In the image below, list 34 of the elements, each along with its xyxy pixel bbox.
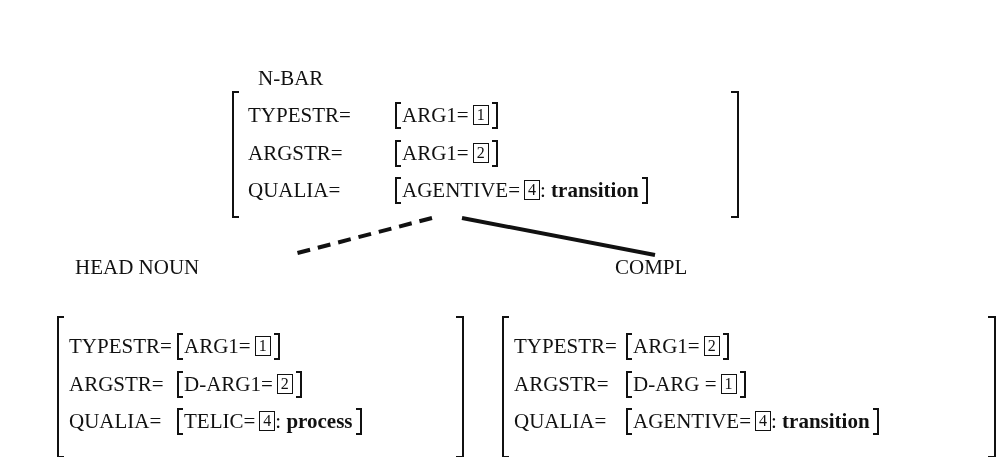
attribute-name: QUALIA= [69,408,162,435]
coindex-tag: 4 [259,411,276,431]
coindex-tag: 4 [755,411,771,431]
attribute-name: ARGSTR= [69,371,164,398]
attribute-name: QUALIA= [248,177,341,204]
feature-value: D-ARG = [633,372,717,396]
coindex-tag: 1 [254,336,271,356]
attribute-name: TYPESTR= [69,333,172,360]
feature-value: ARG1= [184,334,251,358]
node-heading: COMPL [615,255,688,281]
value-type: : transition [771,409,870,433]
coindex-tag: 2 [472,143,489,163]
attribute-name: ARGSTR= [248,140,343,167]
feature-value: AGENTIVE= [402,178,520,202]
tree-branch-line [461,216,656,257]
feature-value: D-ARG1= [184,372,273,396]
attribute-name: TYPESTR= [248,102,351,129]
feature-value: ARG1= [633,334,700,358]
coindex-tag: 1 [720,374,737,394]
coindex-tag: 2 [276,374,293,394]
attribute-name: QUALIA= [514,408,607,435]
coindex-tag: 1 [472,105,489,125]
attribute-name: ARGSTR= [514,371,609,398]
coindex-tag: 2 [703,336,720,356]
coindex-tag: 4 [524,180,540,200]
node-heading: HEAD NOUN [75,255,200,281]
value-type: : transition [540,178,639,202]
node-heading: N-BAR [258,66,324,92]
feature-value: TELIC= [184,409,256,433]
feature-value: ARG1= [402,103,469,127]
value-type: : process [275,409,353,433]
feature-value: ARG1= [402,141,469,165]
attribute-name: TYPESTR= [514,333,617,360]
feature-value: AGENTIVE= [633,409,751,433]
